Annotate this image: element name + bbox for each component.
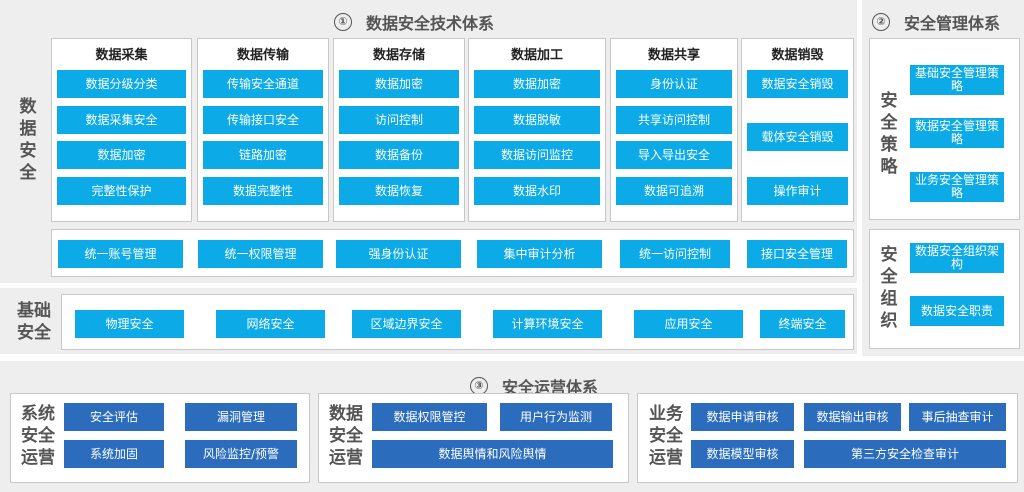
column-header: 数据采集	[95, 48, 148, 63]
column-header: 数据存储	[372, 48, 425, 63]
tech-item-chip: 访问控制	[339, 106, 459, 134]
system-ops-chip: 风险监控/预警	[185, 440, 297, 468]
section-number-2: ②	[872, 13, 890, 31]
business-ops-chip: 数据申请审核	[691, 403, 794, 431]
security-policy-label: 安全策略	[880, 91, 898, 177]
policy-chip: 基础安全管理策略	[910, 65, 1004, 95]
tech-system-title-text: 数据安全技术体系	[366, 14, 495, 33]
business-ops-chip: 数据输出审核	[804, 403, 901, 431]
policy-chip: 数据安全管理策略	[910, 118, 1004, 148]
common-service-chip: 强身份认证	[336, 240, 461, 268]
business-ops-chip: 事后抽查审计	[909, 403, 1006, 431]
tech-item-chip: 完整性保护	[57, 177, 186, 205]
tech-system-title: ① 数据安全技术体系	[334, 10, 494, 34]
tech-item-chip: 数据分级分类	[57, 70, 186, 98]
tech-item-chip: 传输安全通道	[203, 70, 323, 98]
tech-item-chip: 数据脱敏	[474, 106, 600, 134]
common-service-chip: 统一权限管理	[198, 240, 323, 268]
mgmt-system-title: ② 安全管理体系	[872, 10, 1000, 34]
section-number-1: ①	[334, 13, 352, 31]
tech-item-chip: 数据备份	[339, 141, 459, 169]
common-service-chip: 集中审计分析	[477, 240, 602, 268]
tech-item-chip: 数据采集安全	[57, 106, 186, 134]
business-ops-label: 业务安全运营	[649, 404, 683, 468]
security-org-label: 安全组织	[880, 245, 898, 331]
tech-item-chip: 载体安全销毁	[747, 123, 848, 151]
column-header: 数据加工	[510, 48, 563, 63]
tech-item-chip: 数据水印	[474, 177, 600, 205]
tech-item-chip: 共享访问控制	[616, 106, 732, 134]
system-ops-chip: 漏洞管理	[185, 403, 297, 431]
base-security-label: 基础安全	[17, 301, 51, 343]
column-header: 数据共享	[647, 48, 700, 63]
data-security-label: 数据安全	[19, 97, 37, 183]
tech-item-chip: 数据恢复	[339, 177, 459, 205]
business-ops-chip: 第三方安全检查审计	[804, 440, 1006, 468]
tech-item-chip: 数据可追溯	[616, 177, 732, 205]
data-ops-chip: 数据舆情和风险舆情	[372, 440, 613, 468]
base-security-chip: 物理安全	[75, 310, 184, 338]
system-ops-label: 系统安全运营	[21, 404, 55, 468]
tech-item-chip: 数据加密	[57, 141, 186, 169]
common-service-chip: 统一访问控制	[620, 240, 730, 268]
common-service-chip: 统一账号管理	[58, 240, 183, 268]
base-security-chip: 应用安全	[634, 310, 743, 338]
data-ops-label: 数据安全运营	[329, 404, 363, 468]
tech-item-chip: 数据访问监控	[474, 141, 600, 169]
policy-chip: 业务安全管理策略	[910, 172, 1004, 202]
system-ops-chip: 安全评估	[64, 403, 164, 431]
common-service-chip: 接口安全管理	[747, 240, 847, 268]
tech-item-chip: 数据加密	[339, 70, 459, 98]
tech-item-chip: 传输接口安全	[203, 106, 323, 134]
tech-item-chip: 链路加密	[203, 141, 323, 169]
tech-item-chip: 数据安全销毁	[747, 70, 848, 98]
tech-item-chip: 数据加密	[474, 70, 600, 98]
data-ops-chip: 用户行为监测	[500, 403, 612, 431]
tech-item-chip: 导入导出安全	[616, 141, 732, 169]
org-chip: 数据安全职责	[910, 296, 1004, 326]
data-ops-chip: 数据权限管控	[372, 403, 487, 431]
column-header: 数据销毁	[771, 48, 824, 63]
tech-item-chip: 身份认证	[616, 70, 732, 98]
column-header: 数据传输	[236, 48, 289, 63]
tech-item-chip: 数据完整性	[203, 177, 323, 205]
org-chip: 数据安全组织架构	[910, 243, 1004, 273]
base-security-chip: 计算环境安全	[493, 310, 602, 338]
base-security-chip: 网络安全	[216, 310, 325, 338]
business-ops-chip: 数据模型审核	[691, 440, 794, 468]
base-security-chip: 终端安全	[760, 310, 845, 338]
mgmt-system-title-text: 安全管理体系	[904, 14, 1001, 33]
tech-item-chip: 操作审计	[747, 177, 848, 205]
base-security-chip: 区域边界安全	[352, 310, 461, 338]
ops-system-title-text: 安全运营体系	[502, 378, 599, 397]
system-ops-chip: 系统加固	[64, 440, 164, 468]
